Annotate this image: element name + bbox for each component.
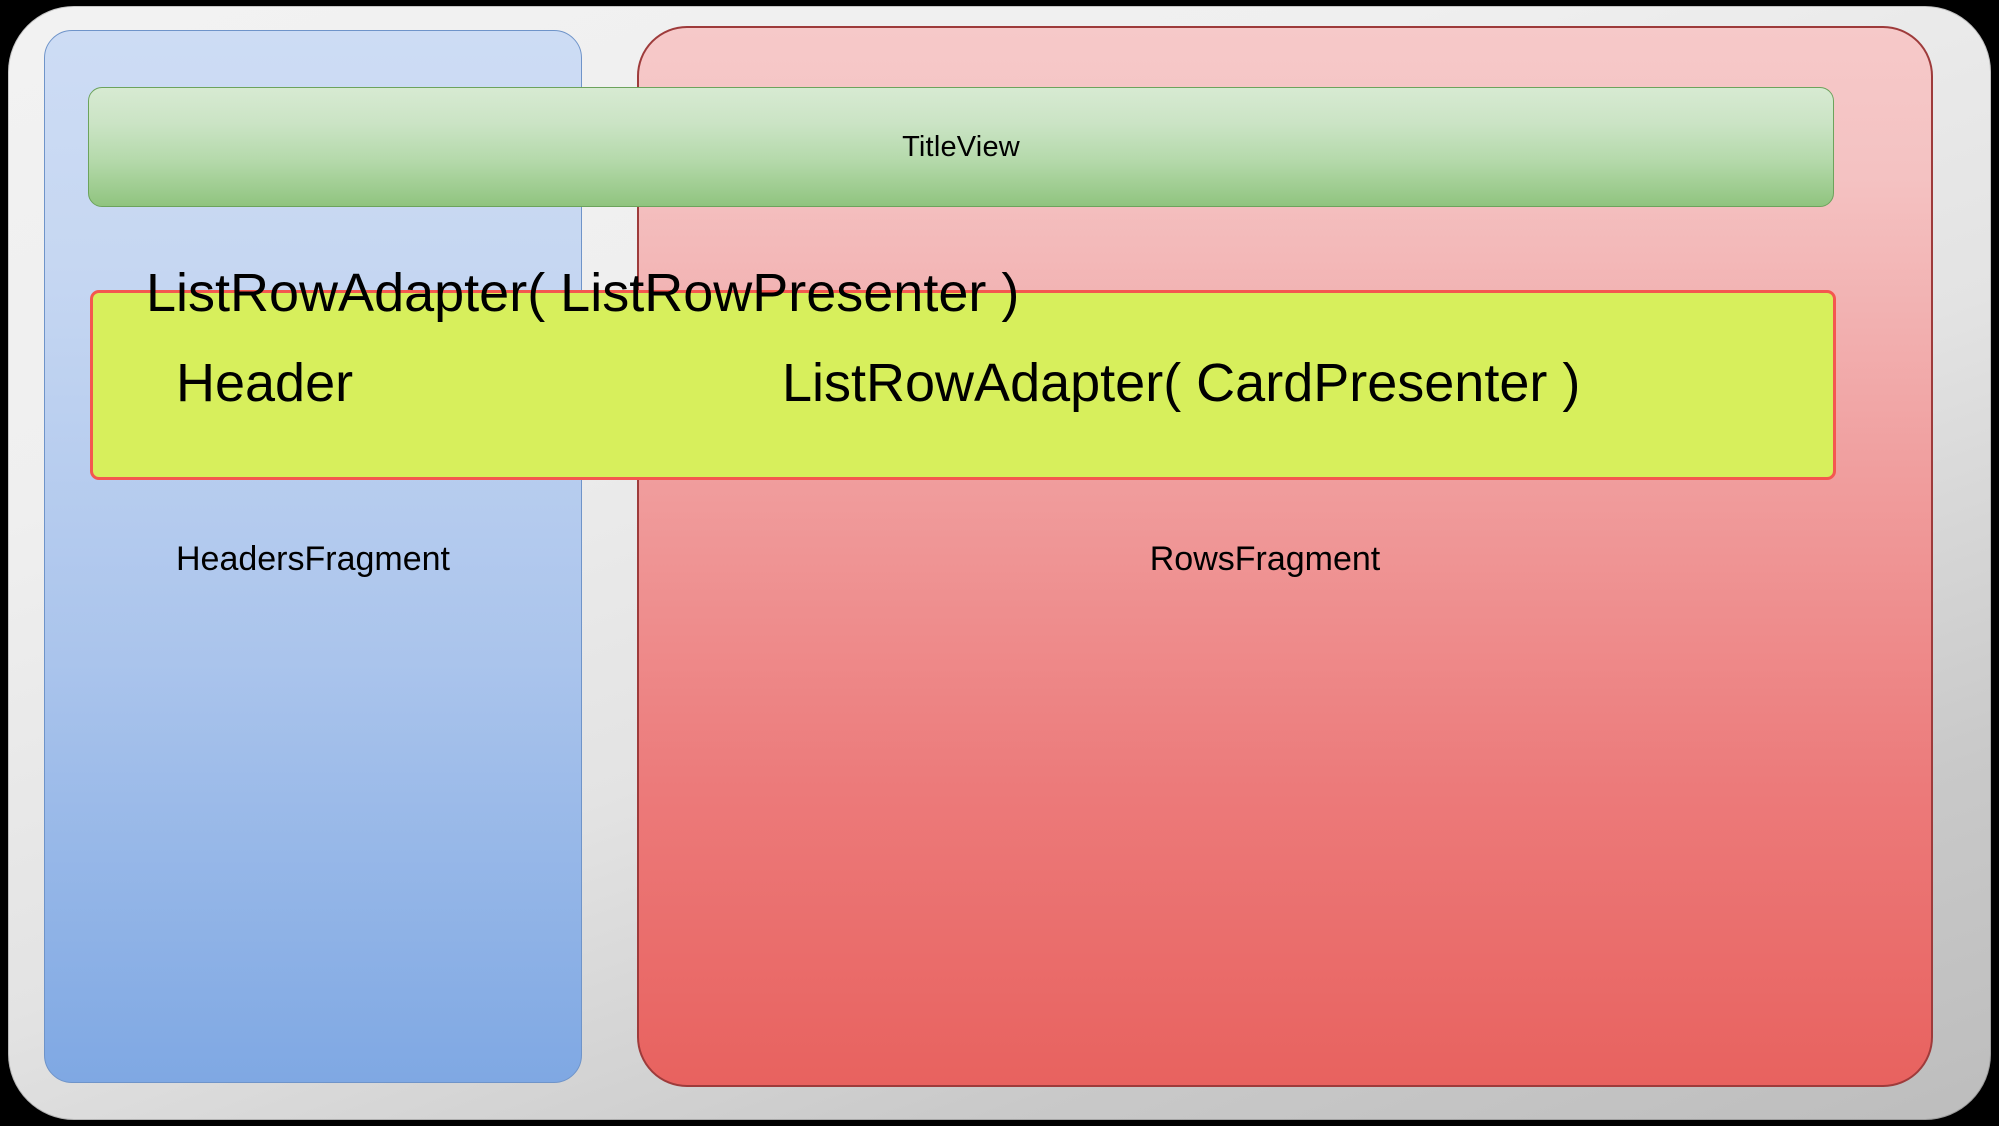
list-row-adapter-presenter-label: ListRowAdapter( ListRowPresenter ) [146, 263, 1020, 323]
box-title-view: TitleView [88, 87, 1834, 207]
list-row-adapter-card-label: ListRowAdapter( CardPresenter ) [782, 353, 1581, 413]
title-view-label: TitleView [902, 130, 1020, 163]
headers-fragment-label: HeadersFragment [175, 540, 450, 578]
rows-fragment-label: RowsFragment [1149, 540, 1381, 578]
box-list-row-adapter [90, 290, 1836, 480]
header-label: Header [176, 353, 354, 413]
